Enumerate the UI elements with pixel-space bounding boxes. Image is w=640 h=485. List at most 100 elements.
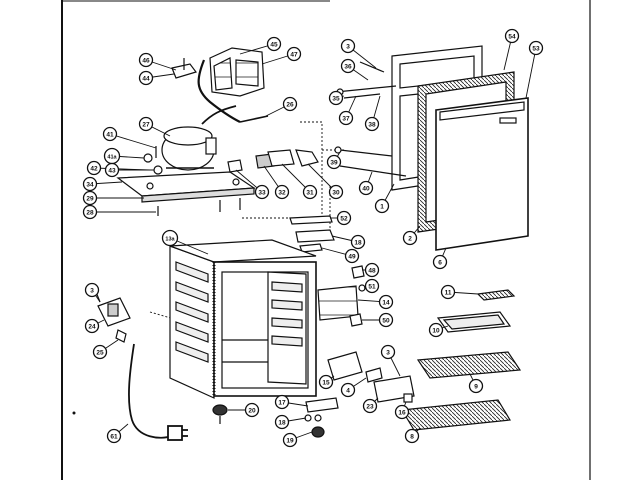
feet-parts	[212, 397, 339, 438]
callout-41: 41	[102, 126, 118, 142]
shelves	[401, 289, 522, 431]
callout-bubble	[340, 38, 356, 54]
callout-label: 17	[278, 399, 286, 406]
callout-label: 23	[366, 403, 374, 410]
callout-40: 40	[358, 180, 374, 196]
callout-bubble	[102, 126, 118, 142]
cabinet	[169, 239, 317, 399]
control-parts	[227, 149, 319, 173]
callout-bubble	[84, 318, 100, 334]
base-plate	[116, 171, 256, 216]
callout-26: 26	[282, 96, 298, 112]
callout-13a: 13a	[161, 229, 179, 247]
callout-bubble	[318, 374, 334, 390]
callout-bubble	[428, 322, 444, 338]
callout-label: 13a	[165, 236, 175, 242]
callout-label: 47	[290, 51, 298, 58]
callout-bubble	[364, 262, 380, 278]
callout-bubble	[274, 414, 290, 430]
callout-label: 28	[86, 209, 94, 216]
callout-label: 31	[306, 189, 314, 196]
callout-bubble	[344, 248, 360, 264]
callout-bubble	[82, 204, 98, 220]
callout-bubble	[378, 312, 394, 328]
callout-bubble	[338, 110, 354, 126]
callout-bubble	[340, 382, 356, 398]
callout-36: 36	[340, 58, 356, 74]
callout-3c: 3	[380, 344, 396, 360]
callout-label: 54	[508, 33, 516, 40]
callout-label: 24	[88, 323, 96, 330]
callout-4: 4	[340, 382, 356, 398]
callout-label: 6	[438, 259, 442, 266]
callout-32: 32	[274, 184, 290, 200]
stray-dot	[72, 411, 76, 415]
callout-49: 49	[344, 248, 360, 264]
callout-23: 23	[362, 398, 378, 414]
callout-6: 6	[432, 254, 448, 270]
callout-20: 20	[244, 402, 260, 418]
callout-label: 10	[432, 327, 440, 334]
callout-bubble	[528, 40, 544, 56]
callout-label: 50	[382, 317, 390, 324]
callout-label: 46	[142, 57, 150, 64]
power-cord	[128, 343, 188, 441]
callout-44: 44	[138, 70, 154, 86]
callout-label: 1	[380, 203, 384, 210]
callout-bubble	[326, 154, 342, 170]
callout-label: 18	[278, 419, 286, 426]
callout-bubble	[274, 394, 290, 410]
callout-bubble	[302, 184, 318, 200]
callout-label: 3	[386, 349, 390, 356]
callout-24: 24	[84, 318, 100, 334]
callout-label: 9	[474, 383, 478, 390]
callout-label: 33	[258, 189, 266, 196]
hinge-parts	[289, 215, 335, 253]
leader-line	[525, 47, 537, 99]
callout-bubble	[380, 344, 396, 360]
callout-label: 52	[340, 215, 348, 222]
callout-45: 45	[266, 36, 282, 52]
callout-label: 38	[368, 121, 376, 128]
callout-3a: 3	[340, 38, 356, 54]
callout-label: 39	[330, 159, 338, 166]
thermostat-parts	[317, 265, 366, 327]
callout-bubble	[244, 402, 260, 418]
callout-bubble	[402, 230, 418, 246]
callout-label: 16	[398, 409, 406, 416]
callout-8: 8	[404, 428, 420, 444]
callout-bubble	[328, 184, 344, 200]
callout-bubble	[138, 52, 154, 68]
leader-line	[109, 133, 157, 149]
callout-bubble	[504, 28, 520, 44]
callout-bubble	[362, 398, 378, 414]
callout-bubble	[138, 70, 154, 86]
callout-bubble	[404, 428, 420, 444]
switch-assembly	[95, 291, 131, 343]
evaporator-assembly	[171, 47, 269, 123]
callout-bubble	[468, 378, 484, 394]
bottom-brackets	[327, 351, 415, 403]
page-frame	[61, 0, 591, 480]
callout-label: 2	[408, 235, 412, 242]
callout-label: 43	[108, 167, 116, 174]
callout-19: 19	[282, 432, 298, 448]
callout-label: 3	[346, 43, 350, 50]
callout-label: 29	[86, 195, 94, 202]
callout-label: 20	[248, 407, 256, 414]
callout-bubble	[274, 184, 290, 200]
callout-35: 35	[328, 90, 344, 106]
callout-label: 30	[332, 189, 340, 196]
callout-54: 54	[504, 28, 520, 44]
callout-61: 61	[106, 428, 122, 444]
callout-31: 31	[302, 184, 318, 200]
callout-bubble	[432, 254, 448, 270]
callout-27: 27	[138, 116, 154, 132]
callout-label: 44	[142, 75, 150, 82]
callout-29: 29	[82, 190, 98, 206]
callout-bubble	[254, 184, 270, 200]
callout-label: 45	[270, 41, 278, 48]
callout-42: 42	[86, 160, 102, 176]
